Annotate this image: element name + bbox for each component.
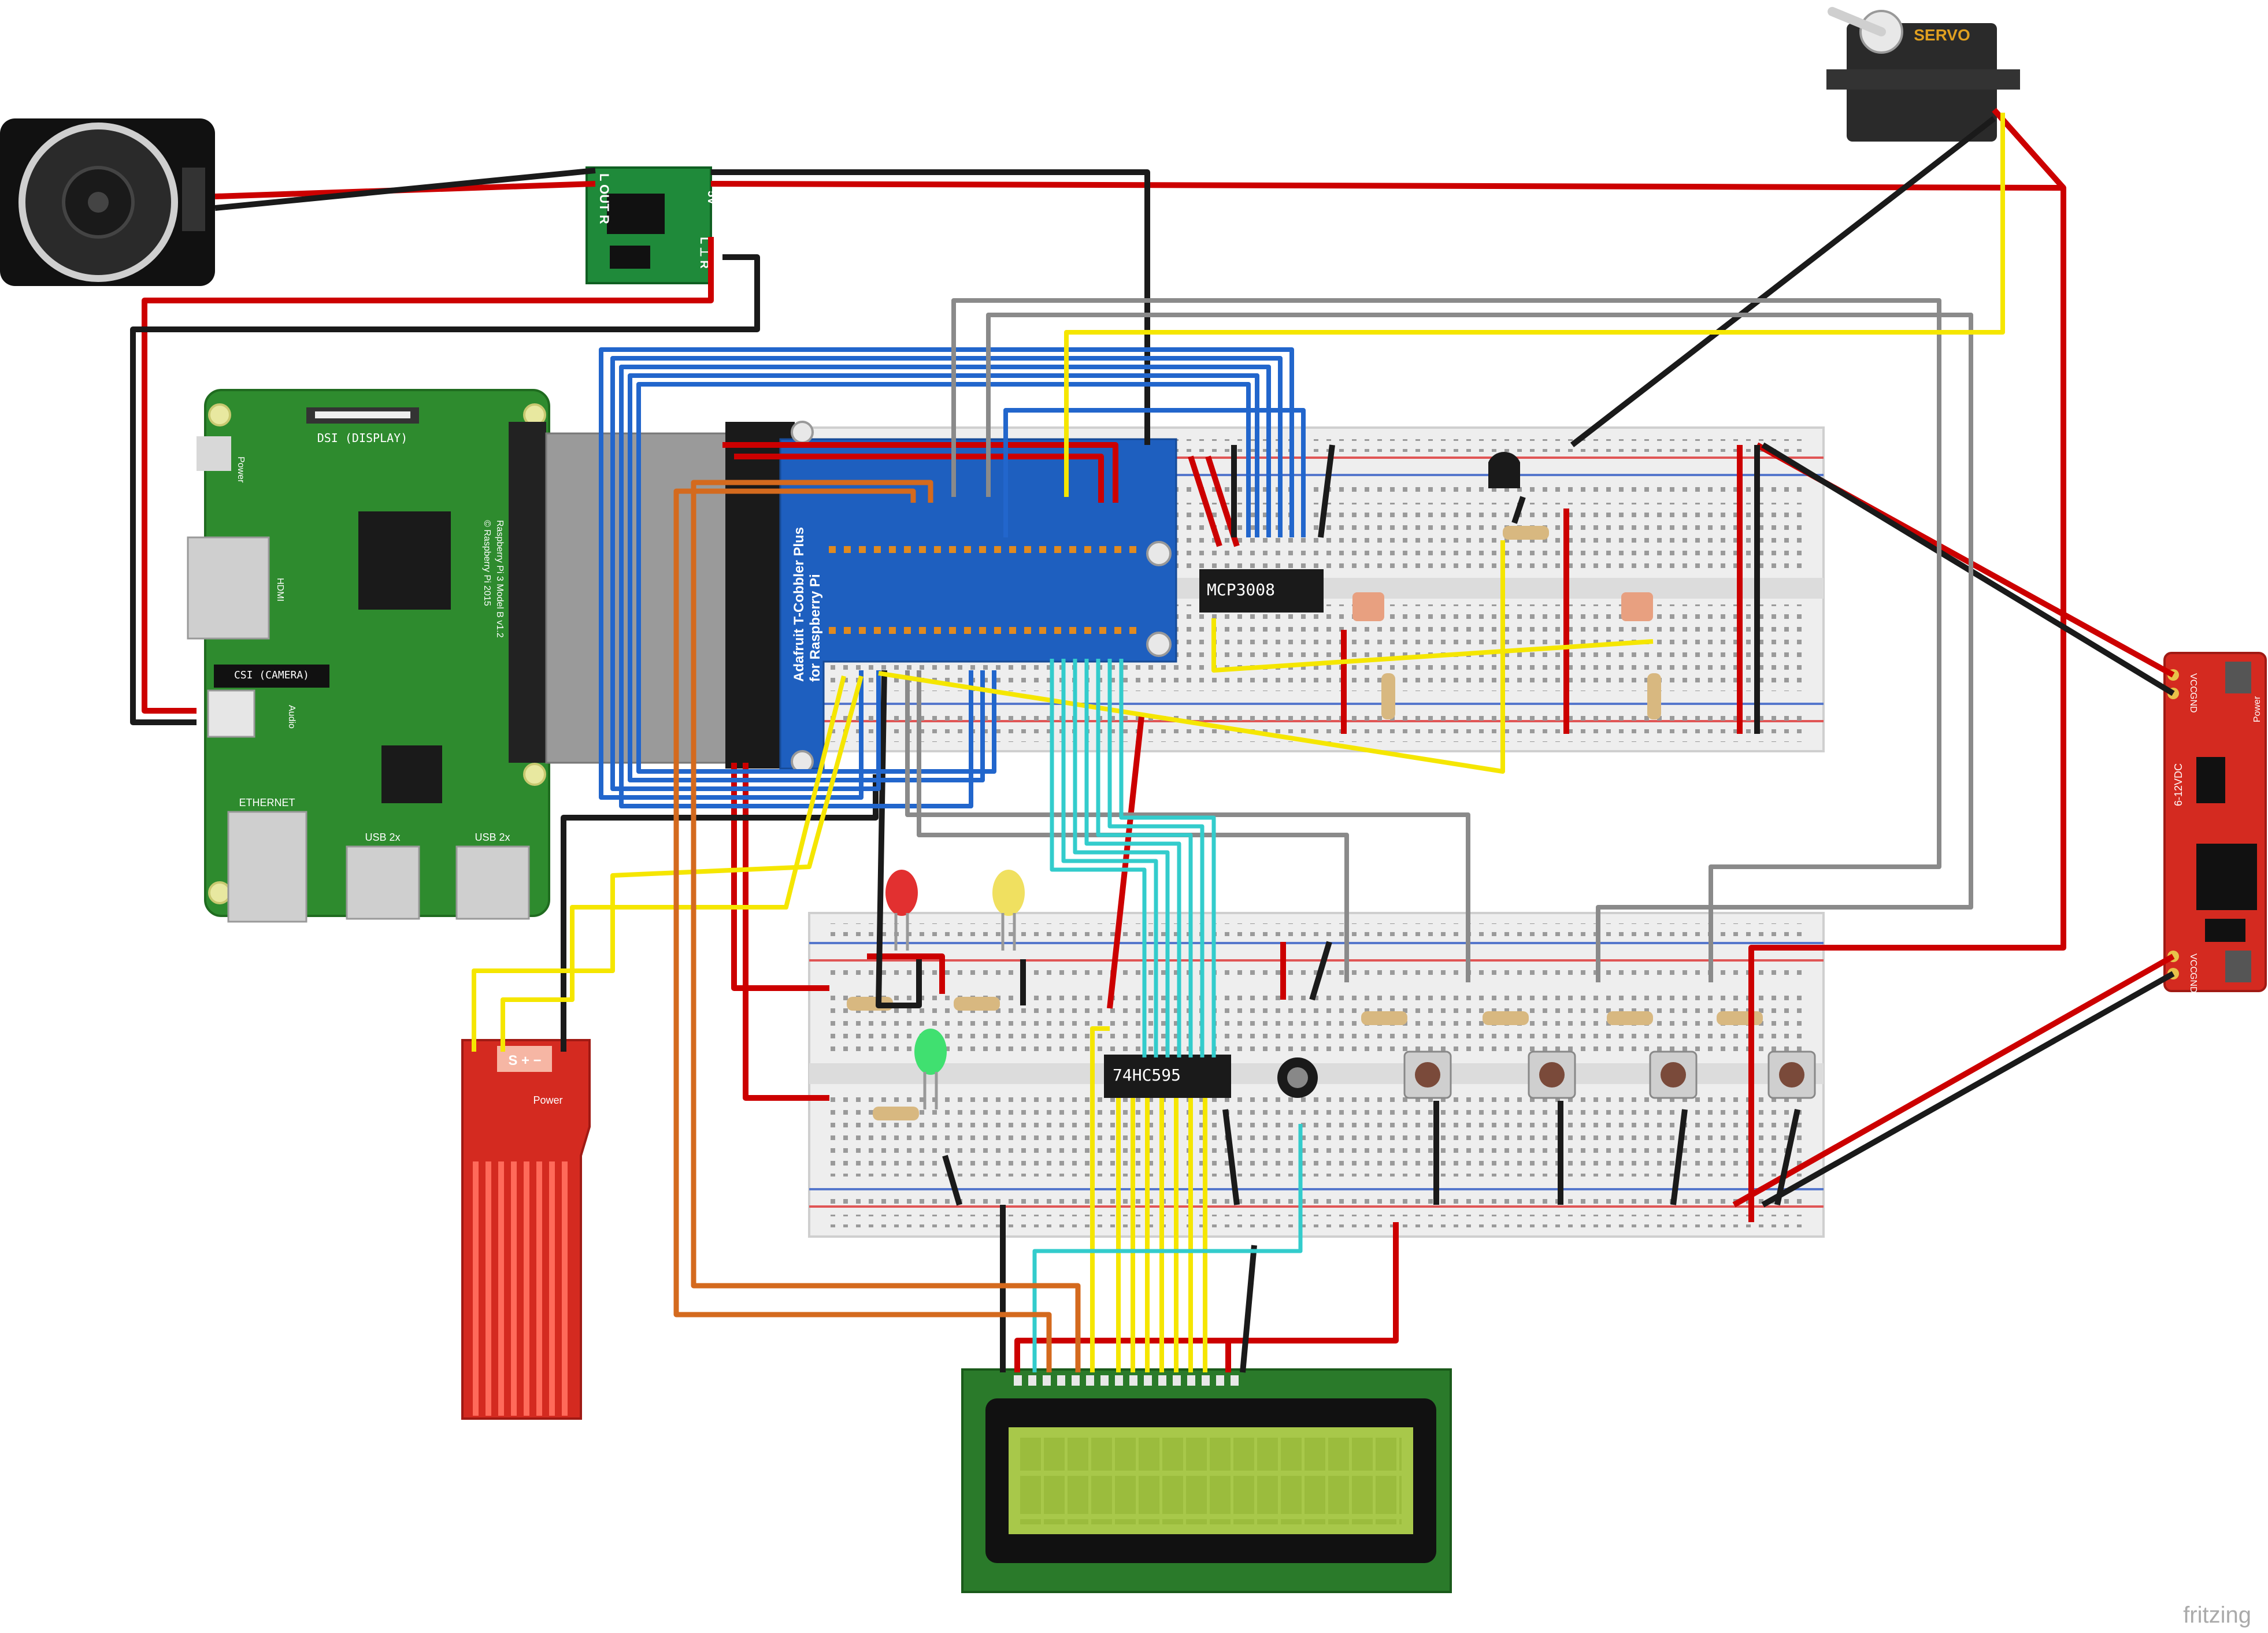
pi-hdmi-label: HDMI: [275, 578, 285, 602]
red-led: [885, 870, 918, 951]
photoresistor-1: [1352, 592, 1384, 621]
wires-blue: [599, 347, 1306, 808]
push-button-3-cap: [1661, 1062, 1686, 1088]
psu-vcc-bottom: VCC: [2188, 953, 2198, 973]
water-power-label: Power: [533, 1094, 562, 1106]
psu-gnd-top: GND: [2188, 692, 2198, 713]
pi-usb-a-label: USB 2x: [365, 832, 400, 843]
temperature-sensor: [1488, 451, 1520, 488]
green-led: [914, 1029, 947, 1109]
yellow-led: [992, 870, 1025, 951]
t-cobbler: Adafruit T-Cobbler Plus for Raspberry Pi: [725, 421, 1177, 773]
amp-left-label: L OUT R: [597, 173, 612, 224]
pi-csi-label: CSI (CAMERA): [234, 669, 309, 681]
cobbler-subtitle: for Raspberry Pi: [807, 574, 823, 682]
pi-model-label: Raspberry Pi 3 Model B v1.2: [495, 520, 505, 638]
74hc595-label: 74HC595: [1113, 1066, 1181, 1085]
pi-audio-label: Audio: [287, 705, 297, 729]
ribbon-cable: [545, 432, 755, 764]
psu-vcc-top: VCC: [2188, 673, 2198, 693]
amp-5v-label: 5V: [705, 191, 718, 205]
breadboard-power-supply: VCC GND VCC GND 6-12VDC Power: [2163, 652, 2267, 993]
pi-usb-b-label: USB 2x: [475, 832, 510, 843]
wires-yellow: [472, 113, 2005, 1372]
wires-cyan: [1032, 659, 1303, 1372]
servo-motor: SERVO: [1826, 7, 2020, 142]
pi-copyright-label: © Raspberry Pi 2015: [482, 520, 492, 606]
speaker: [0, 118, 215, 286]
pi-dsi-label: DSI (DISPLAY): [317, 431, 408, 445]
push-button-1-cap: [1415, 1062, 1440, 1088]
psu-power-label: Power: [2252, 696, 2262, 722]
mcp3008-chip: MCP3008: [1199, 569, 1324, 613]
photoresistor-2: [1621, 592, 1653, 621]
pi-power-label: Power: [236, 457, 246, 483]
potentiometer-knob: [1287, 1067, 1308, 1088]
lcd-display: [961, 1368, 1452, 1593]
mcp3008-label: MCP3008: [1207, 580, 1275, 599]
servo-label: SERVO: [1914, 26, 1970, 44]
wires-orange: [673, 480, 1081, 1372]
water-pins-label: S + −: [508, 1053, 541, 1068]
push-button-4-cap: [1779, 1062, 1804, 1088]
amp-in-label: L ⊥ R: [698, 237, 710, 269]
wires-black: [130, 116, 2175, 1373]
push-button-2-cap: [1539, 1062, 1565, 1088]
audio-amplifier: L OUT R 5V L ⊥ R: [585, 166, 718, 284]
cobbler-title: Adafruit T-Cobbler Plus: [791, 527, 807, 682]
pi-ethernet-label: ETHERNET: [239, 797, 295, 808]
psu-gnd-bottom: GND: [2188, 973, 2198, 993]
water-level-sensor: S + − Power: [461, 1039, 591, 1420]
fritzing-watermark: fritzing: [2183, 1602, 2251, 1628]
psu-range-label: 6-12VDC: [2173, 763, 2184, 806]
raspberry-pi-board: DSI (DISPLAY) Power HDMI CSI (CAMERA) Au…: [187, 389, 550, 923]
shift-register-chip: 74HC595: [1104, 1055, 1231, 1098]
